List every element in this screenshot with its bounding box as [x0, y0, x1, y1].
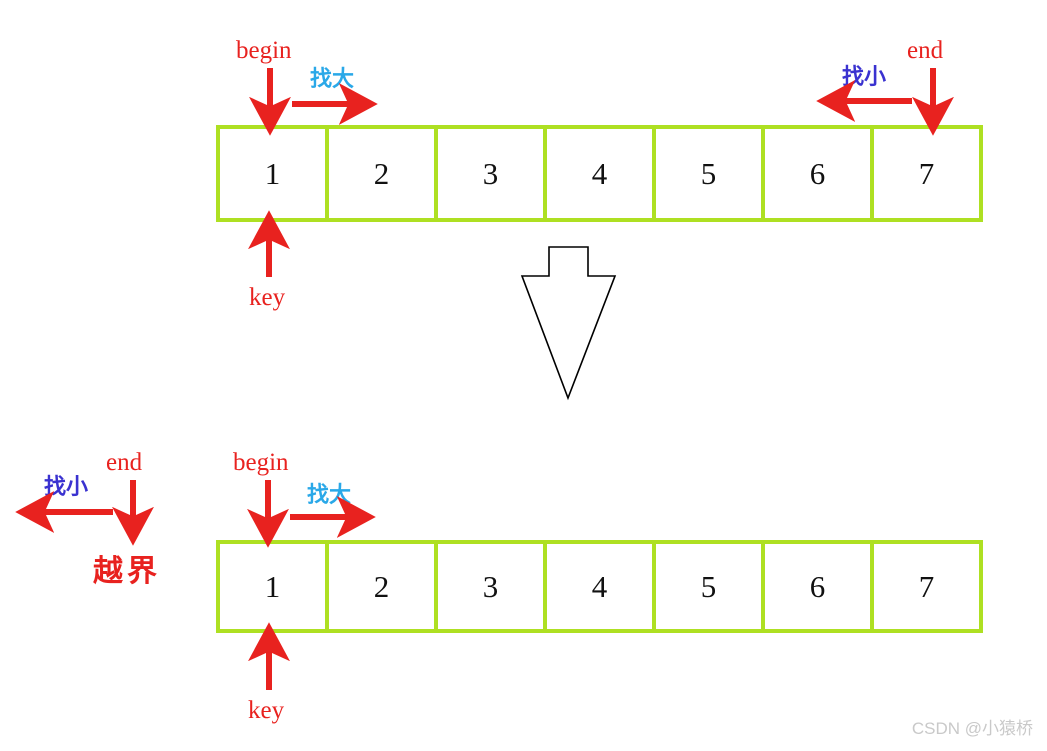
top-end-label: end	[907, 37, 944, 64]
array-bottom-cell: 2	[329, 544, 438, 629]
top-begin-label: begin	[236, 37, 292, 64]
bottom-end-label: end	[106, 449, 143, 476]
array-bottom-cell: 5	[656, 544, 765, 629]
bottom-key-label: key	[248, 697, 285, 724]
array-top: 1 2 3 4 5 6 7	[216, 125, 983, 222]
array-bottom-cell: 7	[874, 544, 979, 629]
array-bottom-cell: 1	[220, 544, 329, 629]
array-top-cell: 4	[547, 129, 656, 218]
array-bottom-cell: 6	[765, 544, 874, 629]
top-find-small-label: 找小	[842, 64, 887, 89]
array-bottom-cell: 4	[547, 544, 656, 629]
big-down-arrow-icon	[520, 246, 617, 401]
array-top-cell: 6	[765, 129, 874, 218]
array-top-cell: 2	[329, 129, 438, 218]
bottom-find-small-label: 找小	[44, 474, 89, 499]
array-top-cell: 1	[220, 129, 329, 218]
out-of-bounds-label: 越界	[93, 555, 161, 588]
array-bottom: 1 2 3 4 5 6 7	[216, 540, 983, 633]
watermark: CSDN @小猿桥	[911, 719, 1033, 738]
top-find-big-label: 找大	[310, 66, 355, 91]
array-bottom-cell: 3	[438, 544, 547, 629]
array-top-cell: 7	[874, 129, 979, 218]
top-key-label: key	[249, 284, 286, 311]
array-top-cell: 3	[438, 129, 547, 218]
bottom-begin-label: begin	[233, 449, 289, 476]
bottom-find-big-label: 找大	[307, 482, 352, 507]
array-top-cell: 5	[656, 129, 765, 218]
